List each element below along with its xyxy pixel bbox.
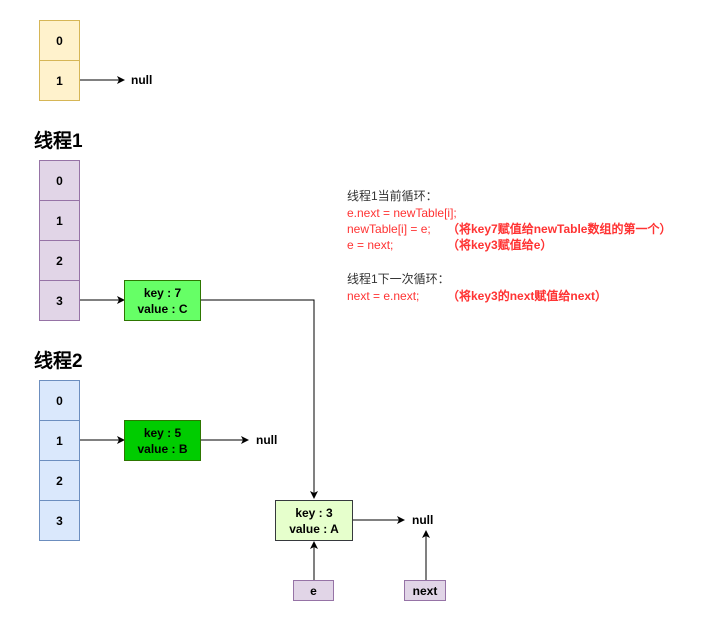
thread1-cell-3: 3 — [39, 280, 80, 321]
thread1-cell-2: 2 — [39, 240, 80, 281]
thread2-null-label: null — [256, 433, 278, 447]
thread1-cell-0: 0 — [39, 160, 80, 201]
note-next-title: 线程1下一次循环： — [347, 272, 450, 286]
top-table-cell-1: 1 — [39, 60, 80, 101]
top-table-cell-0: 0 — [39, 20, 80, 61]
node-key7: key : 7 value : C — [124, 280, 201, 321]
node-key5: key : 5 value : B — [124, 420, 201, 461]
thread2-cell-3: 3 — [39, 500, 80, 541]
note-line4-code: next = e.next; — [347, 289, 420, 303]
thread2-cell-2: 2 — [39, 460, 80, 501]
note-current-title: 线程1当前循环： — [347, 189, 438, 203]
node-key3-value: value : A — [289, 521, 339, 536]
pointer-e: e — [293, 580, 334, 601]
top-null-label: null — [131, 73, 153, 87]
node-key3-key: key : 3 — [295, 505, 333, 520]
note-line2-comment: （将key7赋值给newTable数组的第一个） — [447, 222, 672, 236]
thread1-title: 线程1 — [34, 131, 83, 152]
note-line3-comment: （将key3赋值给e） — [447, 238, 553, 252]
note-line1: e.next = newTable[i]; — [347, 206, 457, 220]
node-key5-key: key : 5 — [143, 425, 182, 440]
node-key5-value: value : B — [137, 441, 188, 456]
thread1-cell-1: 1 — [39, 200, 80, 241]
node-key3: key : 3 value : A — [275, 500, 353, 541]
node-key7-value: value : C — [137, 301, 188, 316]
thread2-cell-1: 1 — [39, 420, 80, 461]
pointer-next: next — [404, 580, 446, 601]
thread2-title: 线程2 — [34, 351, 83, 372]
note-line2-code: newTable[i] = e; — [347, 222, 431, 236]
note-line4-comment: （将key3的next赋值给next） — [447, 289, 608, 303]
key3-null-label: null — [412, 513, 434, 527]
thread2-cell-0: 0 — [39, 380, 80, 421]
note-line3-code: e = next; — [347, 238, 394, 252]
arrow-key7-to-key3 — [201, 299, 318, 499]
node-key7-key: key : 7 — [143, 285, 182, 300]
